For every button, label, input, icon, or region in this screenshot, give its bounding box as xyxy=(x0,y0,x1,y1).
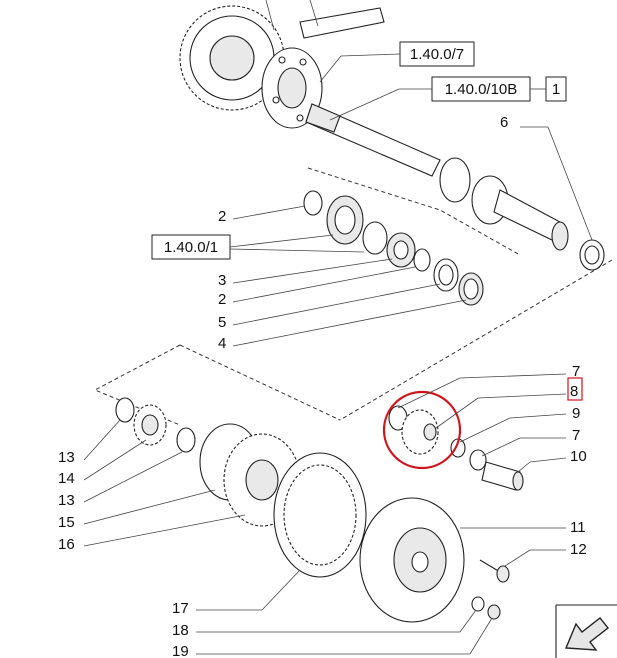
shaft-end-ring xyxy=(579,239,605,271)
callout-2-top: 2 xyxy=(218,208,226,225)
callout-17: 17 xyxy=(172,600,189,617)
callout-numbers: 6 2 3 2 5 4 7 8 9 7 10 11 12 13 14 13 15… xyxy=(58,114,587,658)
snap-ring-upper xyxy=(303,190,323,216)
hub-cover-11 xyxy=(359,497,465,623)
callout-18: 18 xyxy=(172,622,189,639)
ref-label-a: 1.40.0/7 xyxy=(410,46,464,63)
callout-9: 9 xyxy=(572,405,580,422)
callout-19: 19 xyxy=(172,643,189,658)
highlight-callout-box xyxy=(567,377,583,401)
plug-10 xyxy=(481,461,524,491)
ref-qty-label: 1 xyxy=(552,81,560,98)
callout-6: 6 xyxy=(500,114,508,131)
callout-14: 14 xyxy=(58,470,75,487)
callout-13-top: 13 xyxy=(58,449,75,466)
snap-ring-2 xyxy=(413,248,431,272)
callout-12: 12 xyxy=(570,541,587,558)
pinion-shaft xyxy=(265,0,385,39)
ref-box-c[interactable]: 1.40.0/1 xyxy=(151,234,231,260)
callout-5: 5 xyxy=(218,314,226,331)
seal-5 xyxy=(433,258,459,292)
ref-label-c: 1.40.0/1 xyxy=(164,239,218,256)
crown-wheel xyxy=(179,5,285,111)
callout-3: 3 xyxy=(218,272,226,289)
leader-lines xyxy=(83,53,593,655)
ref-box-b[interactable]: 1.40.0/10B xyxy=(431,76,531,102)
ref-label-b: 1.40.0/10B xyxy=(445,81,518,98)
callout-2-bottom: 2 xyxy=(218,291,226,308)
callout-13-bottom: 13 xyxy=(58,492,75,509)
callout-8: 8 xyxy=(570,383,578,400)
sun-gear-8 xyxy=(388,405,439,455)
washer-7-lower xyxy=(469,449,487,471)
callout-4: 4 xyxy=(218,335,226,352)
callout-15: 15 xyxy=(58,514,75,531)
ring-gear-17 xyxy=(273,452,367,578)
snap-ring-13-bottom xyxy=(176,427,196,453)
axle-shaft xyxy=(305,103,569,251)
callout-16: 16 xyxy=(58,536,75,553)
callout-11: 11 xyxy=(570,519,586,536)
bolt-12 xyxy=(479,559,510,583)
callout-7-top: 7 xyxy=(572,363,580,380)
planet-gear-14 xyxy=(133,404,167,446)
ref-box-a[interactable]: 1.40.0/7 xyxy=(399,41,475,67)
washer-18 xyxy=(471,596,485,612)
washer-mid xyxy=(362,221,388,255)
ref-box-b-qty: 1 xyxy=(545,76,567,102)
spacer-4 xyxy=(458,272,484,306)
callout-7-bottom: 7 xyxy=(572,427,580,444)
bearing-3 xyxy=(386,232,416,268)
differential-housing xyxy=(261,47,323,129)
highlight-circle xyxy=(382,390,462,470)
sliding-coupling xyxy=(326,195,364,245)
back-arrow-icon[interactable] xyxy=(555,604,617,658)
screw-19 xyxy=(487,604,501,620)
snap-ring-13-top xyxy=(115,397,135,423)
callout-10: 10 xyxy=(570,448,587,465)
